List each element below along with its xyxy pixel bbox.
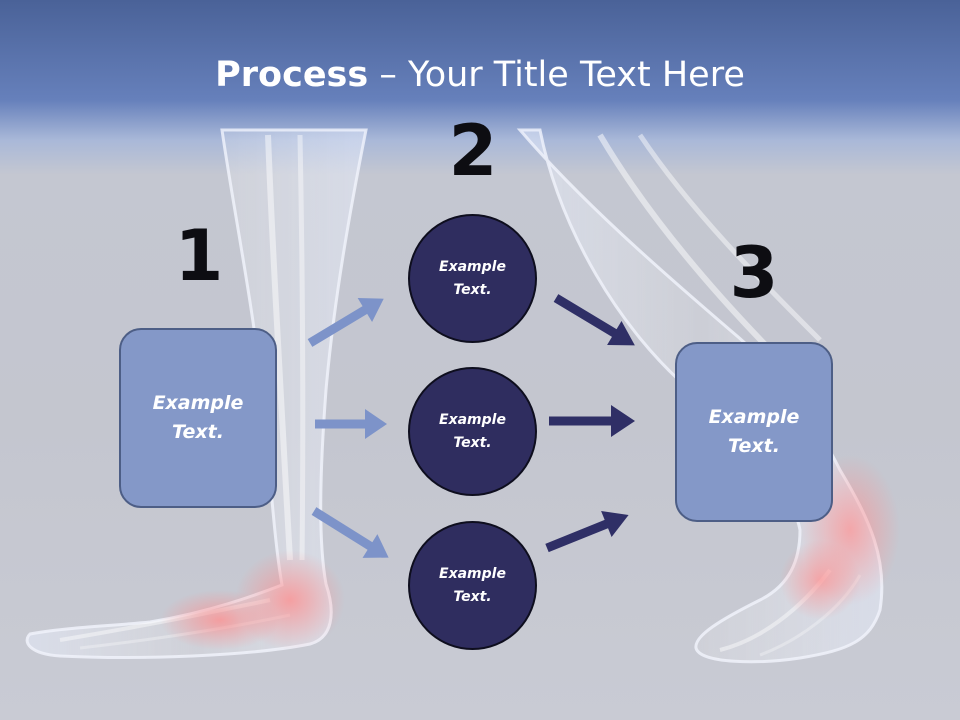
step-number-2: 2 bbox=[448, 110, 498, 192]
step-2-circle-middle: Example Text. bbox=[408, 367, 537, 496]
step-2-circle-bottom: Example Text. bbox=[408, 521, 537, 650]
step-number-1: 1 bbox=[174, 215, 224, 297]
step-1-box-text: Example Text. bbox=[152, 392, 244, 443]
circle-middle-text: Example Text. bbox=[439, 411, 506, 451]
circle-top-text: Example Text. bbox=[439, 258, 506, 298]
slide-title: Process – Your Title Text Here bbox=[0, 52, 960, 98]
step-1-box: Example Text. bbox=[119, 328, 277, 508]
title-rest: – Your Title Text Here bbox=[368, 55, 745, 95]
step-2-circle-top: Example Text. bbox=[408, 214, 537, 343]
circle-bottom-text: Example Text. bbox=[439, 565, 506, 605]
step-number-3: 3 bbox=[729, 232, 779, 314]
step-3-box-text: Example Text. bbox=[708, 406, 800, 457]
step-3-box: Example Text. bbox=[675, 342, 833, 522]
title-bold: Process bbox=[215, 55, 369, 95]
